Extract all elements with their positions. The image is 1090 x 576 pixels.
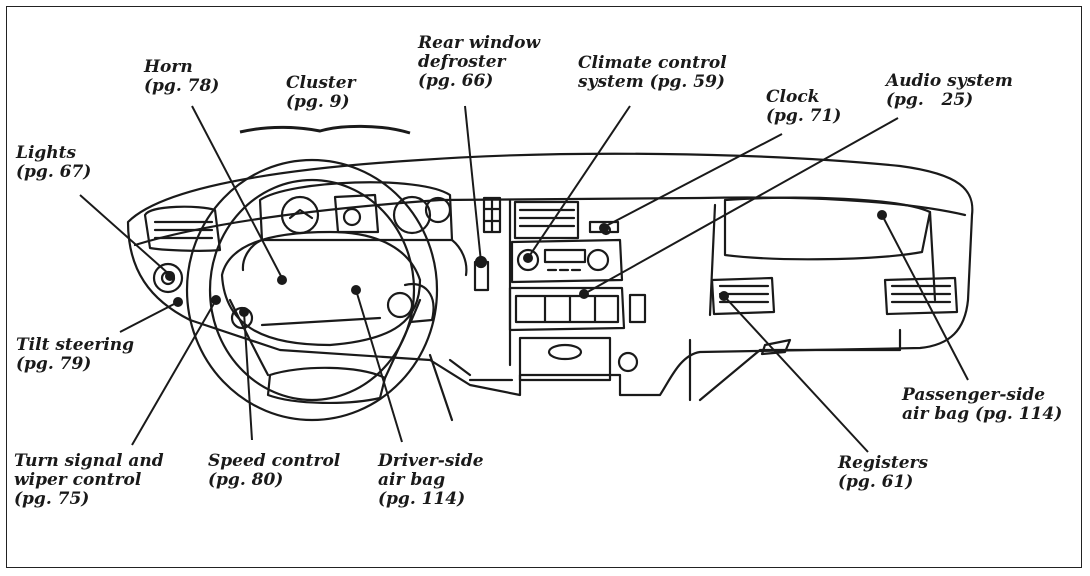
label-registers: Registers (pg. 61) [838,453,929,492]
label-clock: Clock (pg. 71) [766,87,842,126]
label-driver-side-air-bag: Driver-side air bag (pg. 114) [378,451,484,509]
tilt-leader [119,301,179,333]
climate-leader [527,105,631,259]
climate-control-panel [510,238,624,284]
label-audio-system: Audio system (pg. 25) [886,71,1013,110]
label-rear-window-defroster: Rear window defroster (pg. 66) [418,33,541,91]
speed-leader [243,311,253,441]
clock-leader [603,133,783,228]
center-vent [513,200,580,240]
audio-leader [583,117,899,295]
label-speed-control: Speed control (pg. 80) [208,451,341,490]
label-horn: Horn (pg. 78) [144,57,220,96]
label-cluster: Cluster (pg. 9) [286,73,356,112]
glove-box-lid [723,196,932,261]
cluster-brace [239,124,411,135]
driver-airbag-leader [355,289,403,443]
label-lights: Lights (pg. 67) [16,143,92,182]
left-vent [143,205,222,252]
lights-leader [79,194,171,276]
lights-switch [152,262,184,294]
instrument-cluster [258,181,454,242]
passenger-airbag-leader [881,214,969,381]
label-climate-control: Climate control system (pg. 59) [578,53,727,92]
registers-leader [723,295,869,453]
passenger-register-left [710,276,776,316]
label-turn-signal-wiper: Turn signal and wiper control (pg. 75) [14,451,164,509]
dashboard-outline [126,152,974,397]
rear-defroster-leader [464,105,482,263]
horn-leader [191,105,283,279]
steering-wheel [185,158,439,422]
passenger-register-right [883,276,959,316]
turn-signal-leader [131,299,217,446]
label-passenger-side-air-bag: Passenger-side air bag (pg. 114) [902,385,1063,424]
label-tilt-steering: Tilt steering (pg. 79) [16,335,135,374]
clock-display [588,220,620,234]
audio-system [508,286,626,332]
